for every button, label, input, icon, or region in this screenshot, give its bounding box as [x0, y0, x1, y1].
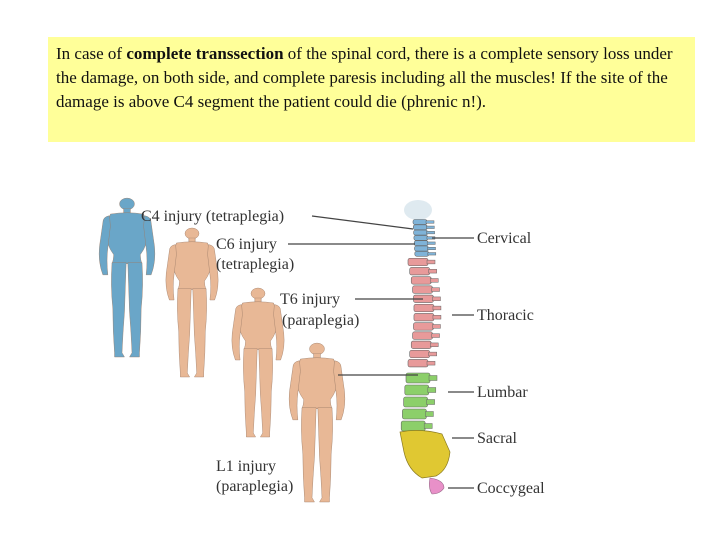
body-silhouette: [231, 287, 285, 438]
vertebra-thoracic-process: [432, 296, 441, 301]
vertebra-thoracic-process: [432, 305, 442, 311]
injury-sublabel-l1: (paraplegia): [216, 478, 293, 495]
injury-label-t6: T6 injury: [280, 291, 340, 308]
vertebra-thoracic-process: [431, 333, 440, 338]
note-text-start: In case of: [56, 44, 127, 63]
injury-label-l1: L1 injury: [216, 458, 276, 475]
explanation-note: In case of complete transsection of the …: [48, 37, 695, 142]
vertebra-thoracic-process: [429, 342, 439, 347]
skull-base: [404, 200, 432, 220]
vertebra-lumbar-process: [425, 411, 434, 417]
vertebra-cervical: [412, 224, 428, 231]
injury-sublabel-c6: (tetraplegia): [216, 256, 294, 273]
figure-l1-injury: [288, 342, 346, 503]
vertebra-cervical-process: [426, 225, 435, 229]
injury-label-c6: C6 injury: [216, 236, 277, 253]
vertebra-cervical: [414, 245, 429, 252]
section-label-cervical: Cervical: [477, 230, 532, 247]
figure-t6-injury: [231, 287, 285, 438]
vertebra-lumbar-process: [427, 387, 437, 393]
vertebra-thoracic: [409, 267, 430, 276]
body-silhouette: [165, 227, 219, 378]
vertebra-thoracic-process: [432, 315, 442, 320]
vertebra-thoracic: [412, 331, 433, 340]
paralysis-region: [289, 407, 345, 502]
vertebra-cervical-process: [426, 241, 436, 245]
leader-line-c4: [311, 215, 414, 230]
injury-sublabel-t6: (paraplegia): [282, 312, 359, 329]
vertebra-cervical: [412, 219, 428, 225]
vertebra-cervical: [414, 251, 430, 257]
vertebra-lumbar: [400, 420, 426, 432]
leader-lines: [288, 215, 474, 489]
vertebra-thoracic-process: [432, 324, 441, 329]
vertebra-thoracic-process: [429, 278, 439, 283]
vertebra-lumbar-process: [426, 399, 435, 405]
vertebra-thoracic: [413, 313, 435, 322]
vertebra-cervical-process: [426, 231, 435, 235]
injury-label-c4: C4 injury (tetraplegia): [141, 208, 284, 225]
vertebra-thoracic: [413, 322, 434, 331]
figure-c6-injury: [165, 227, 219, 378]
vertebra-thoracic: [410, 276, 432, 285]
note-text-end: of the spinal cord, there is a complete …: [56, 44, 673, 111]
vertebra-thoracic: [412, 285, 433, 294]
section-label-coccygeal: Coccygeal: [477, 480, 545, 497]
vertebra-cervical-process: [427, 247, 436, 250]
vertebra-lumbar-process: [423, 423, 433, 429]
sacrum: [399, 430, 451, 479]
vertebra-cervical: [413, 240, 429, 246]
vertebra-thoracic-process: [431, 287, 440, 292]
coccyx: [429, 477, 445, 495]
vertebra-thoracic-process: [428, 269, 437, 274]
vertebra-lumbar: [403, 396, 428, 408]
vertebra-thoracic: [410, 340, 432, 349]
vertebra-thoracic-process: [428, 351, 437, 357]
vertebral-column: [399, 200, 451, 495]
vertebra-cervical: [413, 235, 429, 241]
vertebra-thoracic: [407, 257, 429, 267]
vertebra-cervical-process: [427, 252, 437, 256]
vertebra-lumbar-process: [428, 375, 438, 381]
body-silhouette: [288, 342, 346, 503]
section-label-thoracic: Thoracic: [477, 307, 534, 324]
vertebra-lumbar: [402, 408, 427, 420]
vertebra-cervical-process: [425, 220, 435, 224]
vertebra-lumbar: [404, 384, 430, 396]
section-label-sacral: Sacral: [477, 430, 518, 447]
section-label-lumbar: Lumbar: [477, 384, 528, 401]
vertebra-thoracic: [409, 349, 430, 359]
vertebra-thoracic-process: [426, 361, 436, 366]
vertebra-thoracic-process: [426, 259, 436, 265]
note-text-bold: complete transsection: [126, 44, 284, 63]
vertebra-cervical: [413, 229, 428, 236]
vertebra-thoracic: [413, 303, 435, 313]
vertebra-thoracic: [407, 359, 429, 368]
